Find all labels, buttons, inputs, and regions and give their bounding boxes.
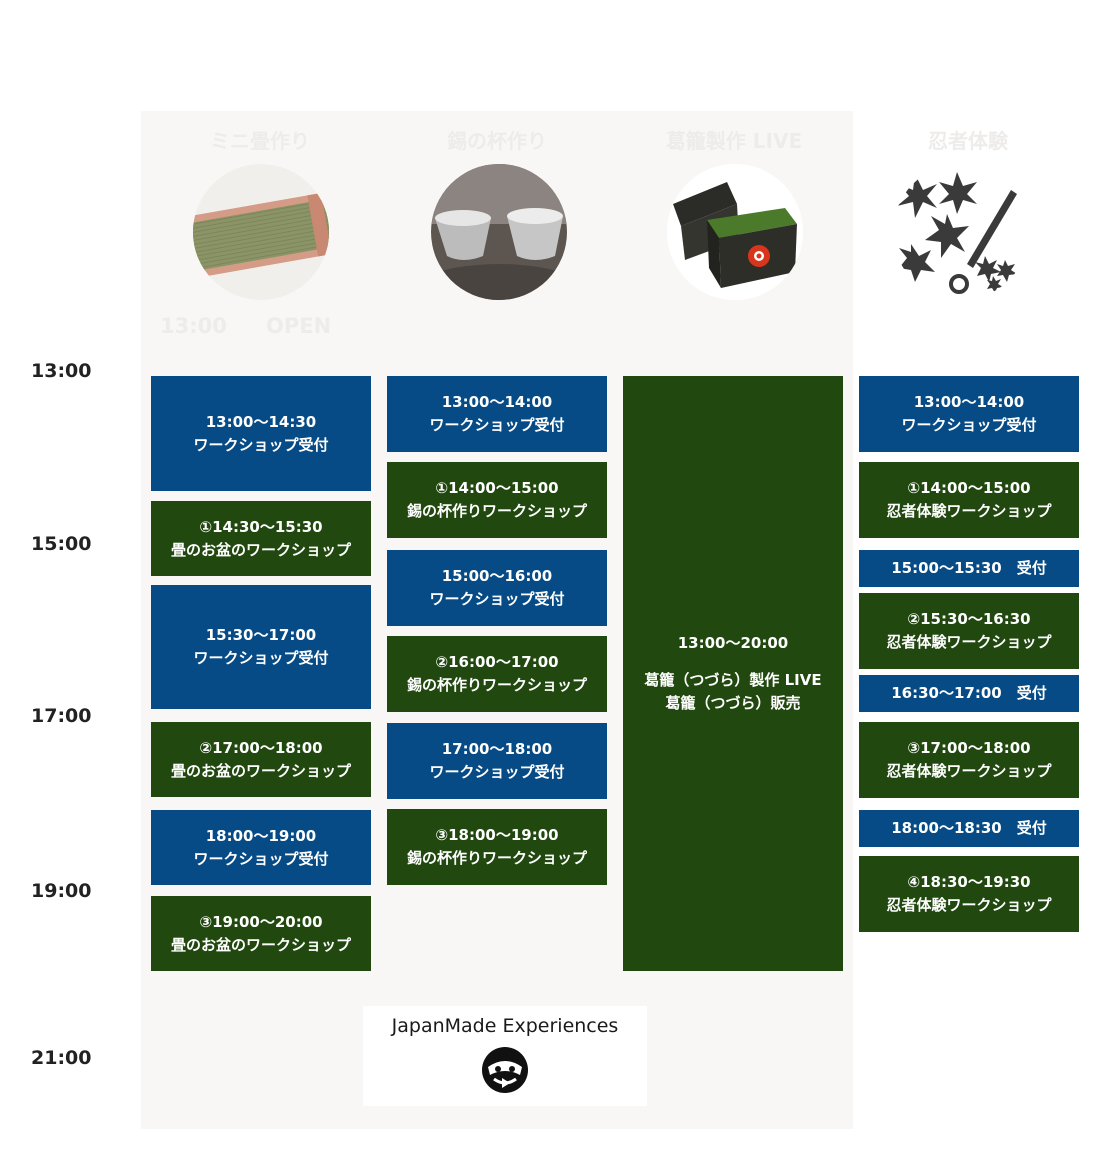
open-label: OPEN	[266, 314, 332, 338]
block-time: 15:00～16:00	[441, 567, 553, 585]
schedule-block-tatami-reception-2: 15:30～17:00 ワークショップ受付	[151, 585, 371, 709]
time-label-1700: 17:00	[31, 705, 92, 727]
block-title: 葛籠（つづら）製作 LIVE	[644, 671, 822, 689]
time-label-2100: 21:00	[31, 1047, 92, 1069]
block-time: ②15:30～16:30	[907, 610, 1031, 628]
block-subtitle: 葛籠（つづら）販売	[665, 694, 801, 712]
block-title: 忍者体験ワークショップ	[886, 502, 1052, 520]
block-title: ワークショップ受付	[193, 649, 329, 667]
schedule-block-tin-workshop-2: ②16:00～17:00 錫の杯作りワークショップ	[387, 636, 607, 712]
block-title: 畳のお盆のワークショップ	[170, 761, 351, 780]
schedule-block-ninja-reception-1: 13:00～14:00 ワークショップ受付	[859, 376, 1079, 452]
time-label-1500: 15:00	[31, 533, 92, 555]
block-time: ①14:00～15:00	[907, 479, 1031, 497]
block-time: 13:00～14:00	[913, 393, 1025, 411]
tatami-tray-image	[193, 164, 329, 300]
brand-name: JapanMade Experiences	[391, 1015, 619, 1037]
tin-cups-image	[431, 164, 567, 300]
block-title: ワークショップ受付	[193, 849, 329, 868]
daruma-logo-icon	[363, 1045, 647, 1099]
schedule-block-tin-reception-1: 13:00～14:00 ワークショップ受付	[387, 376, 607, 452]
schedule-block-tatami-reception-1: 13:00～14:30 ワークショップ受付	[151, 376, 371, 491]
block-time: 13:00～14:00	[441, 393, 553, 411]
column-title-tsuzura: 葛籠製作 LIVE	[665, 129, 803, 153]
schedule-block-ninja-reception-4: 18:00～18:30 受付	[859, 810, 1079, 847]
block-time: 13:00～14:30	[205, 412, 317, 431]
block-time: 18:00～18:30 受付	[891, 819, 1047, 837]
block-time: 16:30～17:00 受付	[891, 684, 1047, 702]
schedule-block-ninja-reception-2: 15:00～15:30 受付	[859, 550, 1079, 587]
tsuzura-boxes-image	[667, 164, 803, 300]
block-time: 18:00～19:00	[205, 826, 317, 845]
schedule-block-tatami-workshop-2: ②17:00～18:00 畳のお盆のワークショップ	[151, 722, 371, 797]
block-title: 畳のお盆のワークショップ	[170, 540, 351, 559]
schedule-block-tatami-workshop-1: ①14:30～15:30 畳のお盆のワークショップ	[151, 501, 371, 576]
block-title: 忍者体験ワークショップ	[886, 896, 1052, 914]
block-title: 錫の杯作りワークショップ	[406, 502, 587, 520]
schedule-block-tin-workshop-3: ③18:00～19:00 錫の杯作りワークショップ	[387, 809, 607, 885]
block-title: ワークショップ受付	[193, 435, 329, 454]
block-title: 錫の杯作りワークショップ	[406, 676, 587, 694]
schedule-block-ninja-workshop-3: ③17:00～18:00 忍者体験ワークショップ	[859, 722, 1079, 798]
block-time: ②16:00～17:00	[435, 653, 559, 671]
block-time: 15:00～15:30 受付	[891, 559, 1047, 577]
column-title-tatami: ミニ畳作り	[210, 129, 310, 153]
column-title-tin-cup: 錫の杯作り	[447, 129, 547, 153]
block-title: 忍者体験ワークショップ	[886, 633, 1052, 651]
schedule-block-ninja-reception-3: 16:30～17:00 受付	[859, 675, 1079, 712]
block-time: ④18:30～19:30	[907, 873, 1031, 891]
block-title: ワークショップ受付	[901, 416, 1037, 434]
schedule-block-tin-reception-2: 15:00～16:00 ワークショップ受付	[387, 550, 607, 626]
block-time: ③17:00～18:00	[907, 739, 1031, 757]
schedule-block-ninja-workshop-4: ④18:30～19:30 忍者体験ワークショップ	[859, 856, 1079, 932]
block-title: 錫の杯作りワークショップ	[406, 849, 587, 867]
block-title: ワークショップ受付	[429, 416, 565, 434]
block-time: 15:30～17:00	[205, 626, 317, 644]
schedule-block-ninja-workshop-1: ①14:00～15:00 忍者体験ワークショップ	[859, 462, 1079, 538]
block-time: ③19:00～20:00	[199, 912, 323, 931]
schedule-block-tatami-reception-3: 18:00～19:00 ワークショップ受付	[151, 810, 371, 885]
block-time: ①14:00～15:00	[435, 479, 559, 497]
block-title: ワークショップ受付	[429, 590, 565, 608]
schedule-block-tsuzura-live: 13:00～20:00 葛籠（つづら）製作 LIVE 葛籠（つづら）販売	[623, 376, 843, 971]
block-time: ③18:00～19:00	[435, 826, 559, 844]
schedule-block-tatami-workshop-3: ③19:00～20:00 畳のお盆のワークショップ	[151, 896, 371, 971]
column-title-ninja: 忍者体験	[928, 129, 1008, 153]
block-time: ②17:00～18:00	[199, 738, 323, 757]
open-time-label: 13:00	[160, 314, 227, 338]
block-title: 畳のお盆のワークショップ	[170, 935, 351, 954]
block-time: 17:00～18:00	[441, 740, 553, 758]
block-time: 13:00～20:00	[677, 634, 789, 652]
block-time: ①14:30～15:30	[199, 517, 323, 536]
time-label-1900: 19:00	[31, 880, 92, 902]
schedule-block-tin-workshop-1: ①14:00～15:00 錫の杯作りワークショップ	[387, 462, 607, 538]
schedule-block-tin-reception-3: 17:00～18:00 ワークショップ受付	[387, 723, 607, 799]
time-label-1300: 13:00	[31, 360, 92, 382]
brand-logo: JapanMade Experiences	[363, 1006, 647, 1106]
schedule-block-ninja-workshop-2: ②15:30～16:30 忍者体験ワークショップ	[859, 593, 1079, 669]
block-title: 忍者体験ワークショップ	[886, 762, 1052, 780]
shuriken-image	[893, 164, 1029, 300]
block-title: ワークショップ受付	[429, 763, 565, 781]
